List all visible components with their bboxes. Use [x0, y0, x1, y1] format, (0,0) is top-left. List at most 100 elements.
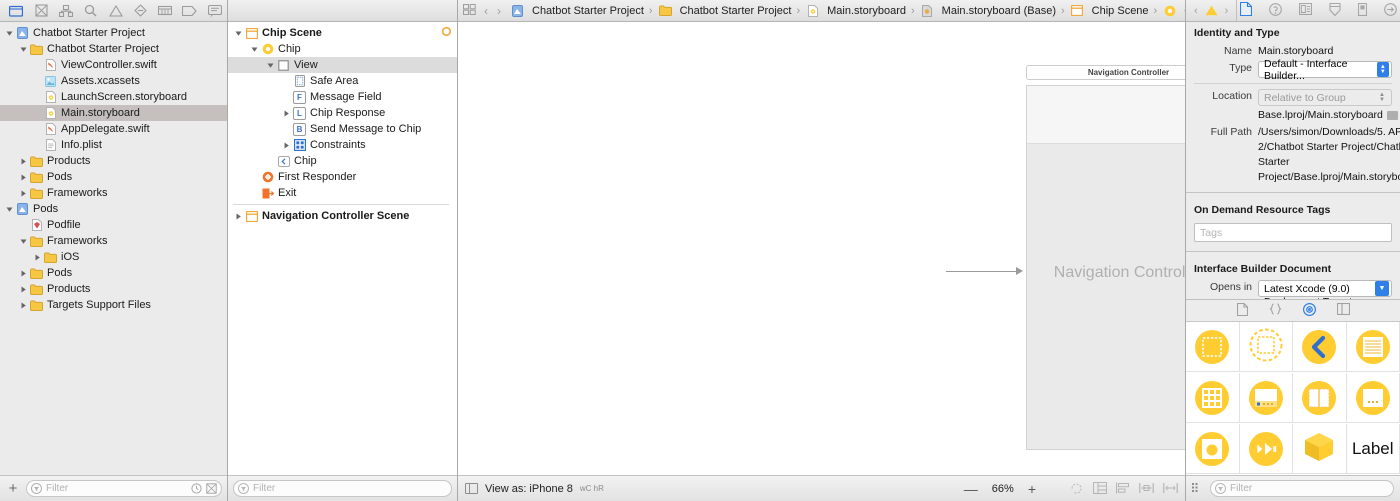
opens-in-select[interactable]: Latest Xcode (9.0) ▼	[1258, 280, 1392, 297]
outline-row[interactable]: Chip	[228, 153, 457, 169]
breadcrumb-item[interactable]: Chip	[1162, 5, 1185, 17]
code-snippet-library-icon[interactable]	[1268, 303, 1282, 318]
navigator-row[interactable]: Podfile	[0, 217, 227, 233]
related-items-icon[interactable]	[463, 3, 476, 18]
file-inspector-icon[interactable]	[1240, 1, 1253, 19]
object-library-grid[interactable]: Label	[1186, 322, 1400, 475]
outline-row[interactable]: First Responder	[228, 169, 457, 185]
pin-icon[interactable]	[1139, 482, 1154, 494]
navigator-row[interactable]: iOS	[0, 249, 227, 265]
disclosure-triangle-right-icon[interactable]	[18, 270, 29, 277]
navigator-row[interactable]: Frameworks	[0, 233, 227, 249]
media-library-icon[interactable]	[1336, 302, 1350, 318]
connections-inspector-icon[interactable]	[1384, 2, 1398, 19]
av-player-view-controller-item[interactable]	[1239, 424, 1293, 474]
navigation-controller-scene[interactable]: Navigation Controller	[1026, 85, 1185, 450]
zoom-out-button[interactable]: —	[963, 480, 978, 497]
list-view-toggle-icon[interactable]	[1192, 482, 1204, 495]
navigator-row[interactable]: Products	[0, 153, 227, 169]
view-as-control[interactable]: View as: iPhone 8 wC hR	[465, 483, 604, 495]
navigator-row[interactable]: Frameworks	[0, 185, 227, 201]
navigator-row[interactable]: Pods	[0, 169, 227, 185]
nav-controller-scene-label[interactable]: Navigation Controller	[1026, 65, 1185, 80]
builds-for-select[interactable]: Deployment Target (11.0) ▼	[1264, 296, 1352, 300]
choose-folder-icon[interactable]	[1386, 111, 1398, 120]
symbol-icon[interactable]	[54, 1, 79, 21]
navigator-row[interactable]: ViewController.swift	[0, 57, 227, 73]
navigator-filter-input[interactable]: Filter	[26, 480, 222, 497]
navigator-row[interactable]: Chatbot Starter Project	[0, 25, 227, 41]
disclosure-triangle-right-icon[interactable]	[18, 302, 29, 309]
autolayout-buttons[interactable]	[1070, 482, 1178, 495]
disclosure-triangle-down-icon[interactable]	[249, 46, 260, 53]
outline-row[interactable]: Safe Area	[228, 73, 457, 89]
zoom-in-button[interactable]: +	[1027, 480, 1036, 497]
name-value[interactable]: Main.storyboard	[1258, 45, 1334, 57]
disclosure-triangle-down-icon[interactable]	[4, 206, 15, 213]
resolve-issues-icon[interactable]	[1163, 482, 1178, 494]
label-item[interactable]: Label	[1346, 424, 1400, 474]
page-view-controller-item[interactable]	[1346, 373, 1400, 423]
outline-row[interactable]: Chip	[228, 41, 457, 57]
breadcrumb-item[interactable]: Chatbot Starter Project	[658, 5, 791, 17]
disclosure-triangle-right-icon[interactable]	[32, 254, 43, 261]
chevron-updown-icon[interactable]: ▲▼	[1376, 62, 1389, 77]
outline-row[interactable]: Chip Scene	[228, 25, 457, 41]
disclosure-triangle-down-icon[interactable]	[233, 30, 244, 37]
previous-issue-button[interactable]: ‹	[1194, 4, 1198, 17]
disclosure-triangle-right-icon[interactable]	[233, 213, 244, 220]
collection-view-controller-item[interactable]	[1186, 373, 1240, 423]
navigator-row[interactable]: AppDelegate.swift	[0, 121, 227, 137]
breakpoint-icon[interactable]	[177, 1, 202, 21]
tab-bar-controller-item[interactable]	[1239, 373, 1293, 423]
forward-button[interactable]: ›	[497, 3, 501, 18]
navigator-row[interactable]: Assets.xcassets	[0, 73, 227, 89]
navigation-controller-item[interactable]	[1293, 322, 1347, 372]
search-icon[interactable]	[78, 1, 103, 21]
odr-tags-input[interactable]: Tags	[1194, 223, 1392, 242]
navigator-row[interactable]: Pods	[0, 201, 227, 217]
size-inspector-icon[interactable]	[1358, 2, 1368, 19]
embed-in-icon[interactable]	[1093, 482, 1107, 494]
object-library-icon[interactable]	[1302, 302, 1316, 319]
navigator-row[interactable]: LaunchScreen.storyboard	[0, 89, 227, 105]
back-button[interactable]: ‹	[484, 3, 488, 18]
next-issue-button[interactable]: ›	[1224, 4, 1229, 17]
view-controller-item[interactable]	[1186, 322, 1240, 372]
disclosure-triangle-right-icon[interactable]	[18, 158, 29, 165]
storyboard-reference-item[interactable]	[1239, 322, 1293, 372]
storyboard-canvas[interactable]: Navigation Controller Navigation Control…	[458, 22, 1185, 475]
editor-history-arrows[interactable]: ‹ ›	[484, 4, 501, 18]
table-view-controller-item[interactable]	[1346, 322, 1400, 372]
inspector-tabs[interactable]	[1237, 1, 1400, 19]
disclosure-triangle-right-icon[interactable]	[281, 142, 292, 149]
chevron-updown-icon[interactable]: ▲▼	[1379, 91, 1385, 103]
align-icon[interactable]	[1116, 482, 1130, 494]
library-filter-input[interactable]: Filter	[1210, 480, 1394, 497]
object-item[interactable]	[1293, 424, 1347, 474]
navigator-row[interactable]: Products	[0, 281, 227, 297]
outline-row[interactable]: Navigation Controller Scene	[228, 208, 457, 224]
disclosure-triangle-right-icon[interactable]	[18, 286, 29, 293]
issue-navigator-control[interactable]: ‹ ›	[1186, 0, 1238, 21]
outline-filter-input[interactable]: Filter	[233, 480, 452, 497]
breadcrumb-item[interactable]: Chatbot Starter Project	[510, 4, 644, 17]
split-view-controller-item[interactable]	[1293, 373, 1347, 423]
quick-help-icon[interactable]	[1269, 2, 1283, 19]
add-file-button[interactable]: +	[8, 480, 18, 497]
test-icon[interactable]	[128, 1, 153, 21]
recent-icon[interactable]	[191, 483, 202, 494]
navigator-row[interactable]: Chatbot Starter Project	[0, 41, 227, 57]
navigator-row[interactable]: Main.storyboard	[0, 105, 227, 121]
breadcrumb-item[interactable]: Chip Scene	[1070, 5, 1149, 17]
navigator-row[interactable]: Info.plist	[0, 137, 227, 153]
type-select[interactable]: Default - Interface Builder... ▲▼	[1258, 58, 1392, 82]
debug-icon[interactable]	[153, 1, 178, 21]
update-frames-icon[interactable]	[1070, 482, 1084, 495]
report-icon[interactable]	[202, 1, 227, 21]
disclosure-triangle-right-icon[interactable]	[281, 110, 292, 117]
